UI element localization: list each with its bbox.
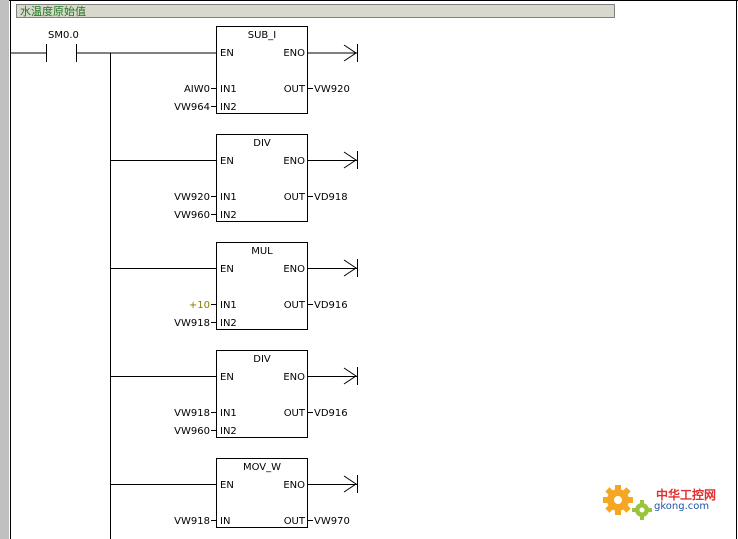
en-pin: EN bbox=[220, 372, 234, 383]
in1-operand[interactable]: VW920 bbox=[174, 192, 210, 203]
coil-arrow bbox=[343, 44, 357, 62]
box-mul[interactable]: MUL EN ENO IN1 IN2 OUT bbox=[216, 242, 308, 330]
out-operand[interactable]: VD918 bbox=[314, 192, 348, 203]
in2-pin: IN2 bbox=[220, 318, 237, 329]
in-operand[interactable]: VW918 bbox=[174, 516, 210, 527]
en-pin: EN bbox=[220, 48, 234, 59]
eno-pin: ENO bbox=[283, 372, 305, 383]
in2-pin: IN2 bbox=[220, 426, 237, 437]
contact-sm0-0[interactable]: SM0.0 bbox=[46, 30, 79, 62]
out-operand[interactable]: VW970 bbox=[314, 516, 350, 527]
in-pin: IN bbox=[220, 516, 230, 527]
box-div-1[interactable]: DIV EN ENO IN1 IN2 OUT bbox=[216, 134, 308, 222]
watermark-logo: 中华工控网 gkong.com bbox=[598, 470, 730, 530]
in1-pin: IN1 bbox=[220, 300, 237, 311]
coil-arrow bbox=[343, 259, 357, 277]
out-pin: OUT bbox=[284, 408, 306, 419]
network-comment-text: 水温度原始值 bbox=[20, 5, 86, 18]
out-pin: OUT bbox=[284, 192, 306, 203]
out-operand[interactable]: VD916 bbox=[314, 408, 348, 419]
en-pin: EN bbox=[220, 156, 234, 167]
eno-pin: ENO bbox=[283, 264, 305, 275]
out-operand[interactable]: VW920 bbox=[314, 84, 350, 95]
eno-pin: ENO bbox=[283, 480, 305, 491]
in1-constant[interactable]: +10 bbox=[189, 300, 210, 311]
coil-arrow bbox=[343, 475, 357, 493]
box-title: MUL bbox=[251, 246, 273, 257]
network-comment[interactable]: 水温度原始值 bbox=[16, 4, 615, 18]
in1-pin: IN1 bbox=[220, 192, 237, 203]
watermark-line1: 中华工控网 bbox=[656, 488, 717, 502]
in2-operand[interactable]: VW918 bbox=[174, 318, 210, 329]
en-pin: EN bbox=[220, 480, 234, 491]
in2-pin: IN2 bbox=[220, 102, 237, 113]
in1-pin: IN1 bbox=[220, 408, 237, 419]
in2-pin: IN2 bbox=[220, 210, 237, 221]
left-margin bbox=[0, 0, 9, 539]
in1-operand[interactable]: VW918 bbox=[174, 408, 210, 419]
eno-pin: ENO bbox=[283, 156, 305, 167]
in1-operand[interactable]: AIW0 bbox=[184, 84, 210, 95]
box-title: MOV_W bbox=[243, 462, 281, 473]
eno-pin: ENO bbox=[283, 48, 305, 59]
watermark-line2: gkong.com bbox=[654, 501, 710, 512]
out-pin: OUT bbox=[284, 84, 306, 95]
contact-label: SM0.0 bbox=[48, 30, 79, 41]
out-pin: OUT bbox=[284, 300, 306, 311]
out-operand[interactable]: VD916 bbox=[314, 300, 348, 311]
in2-operand[interactable]: VW960 bbox=[174, 426, 210, 437]
coil-arrow bbox=[343, 367, 357, 385]
in1-pin: IN1 bbox=[220, 84, 237, 95]
in2-operand[interactable]: VW960 bbox=[174, 210, 210, 221]
coil-arrow bbox=[343, 151, 357, 169]
en-pin: EN bbox=[220, 264, 234, 275]
box-mov-w[interactable]: MOV_W EN ENO IN OUT bbox=[216, 458, 308, 528]
out-pin: OUT bbox=[284, 516, 306, 527]
box-title: SUB_I bbox=[248, 30, 276, 41]
box-title: DIV bbox=[253, 354, 271, 365]
in2-operand[interactable]: VW964 bbox=[174, 102, 210, 113]
box-title: DIV bbox=[253, 138, 271, 149]
box-div-2[interactable]: DIV EN ENO IN1 IN2 OUT bbox=[216, 350, 308, 438]
box-sub-i[interactable]: SUB_I EN ENO IN1 IN2 OUT bbox=[216, 26, 308, 114]
gear-icon bbox=[603, 485, 652, 520]
